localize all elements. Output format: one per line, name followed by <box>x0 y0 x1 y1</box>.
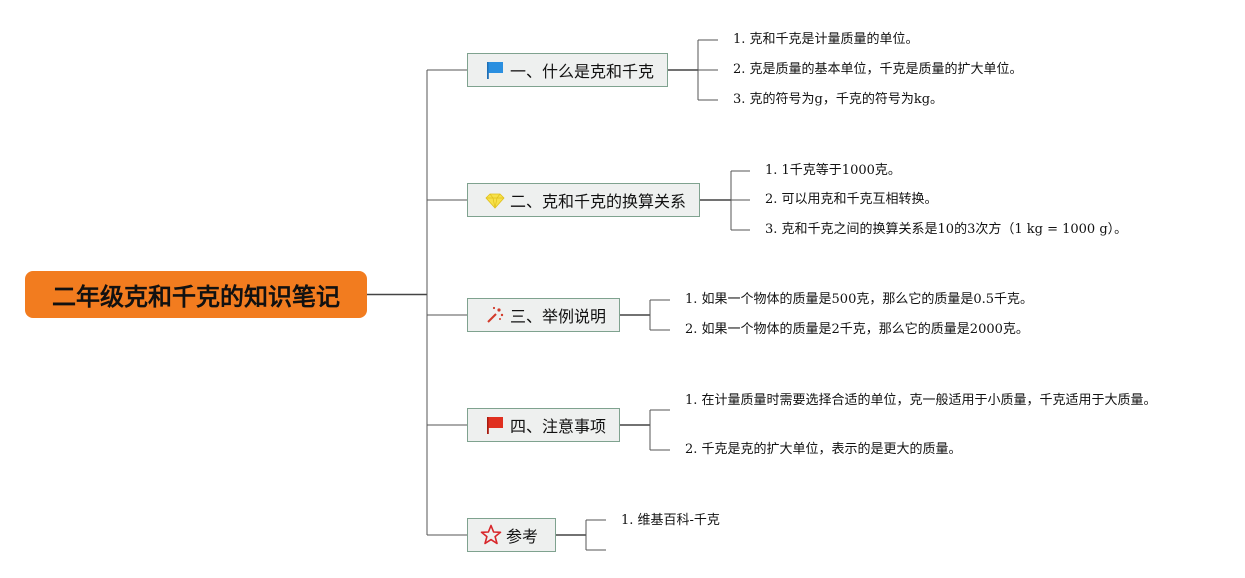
branch-what-is-g-kg[interactable]: 一、什么是克和千克 <box>467 53 668 87</box>
leaf-item: 2. 可以用克和千克互相转换。 <box>765 192 938 207</box>
leaf-item: 3. 克和千克之间的换算关系是10的3次方（1 kg = 1000 g）。 <box>765 222 1128 237</box>
red-flag-icon <box>484 414 506 436</box>
branch-label: 三、举例说明 <box>510 307 607 326</box>
branch-conversion[interactable]: 二、克和千克的换算关系 <box>467 183 700 217</box>
star-outline-icon <box>480 524 502 546</box>
root-topic[interactable]: 二年级克和千克的知识笔记 <box>25 271 367 318</box>
branch-examples[interactable]: 三、举例说明 <box>467 298 620 332</box>
leaf-item: 1. 克和千克是计量质量的单位。 <box>733 32 919 47</box>
branch-label: 参考 <box>506 527 539 546</box>
branch-notes[interactable]: 四、注意事项 <box>467 408 620 442</box>
branch-label: 四、注意事项 <box>510 417 607 436</box>
branch-label: 一、什么是克和千克 <box>510 62 655 81</box>
leaf-item: 2. 克是质量的基本单位，千克是质量的扩大单位。 <box>733 62 1023 77</box>
branch-references[interactable]: 参考 <box>467 518 556 552</box>
leaf-item: 1. 如果一个物体的质量是500克，那么它的质量是0.5千克。 <box>685 292 1034 307</box>
leaf-item-link[interactable]: 1. 维基百科-千克 <box>621 513 720 528</box>
blue-flag-icon <box>484 59 506 81</box>
branch-label: 二、克和千克的换算关系 <box>510 192 687 211</box>
leaf-item: 2. 如果一个物体的质量是2千克，那么它的质量是2000克。 <box>685 322 1029 337</box>
leaf-item: 2. 千克是克的扩大单位，表示的是更大的质量。 <box>685 442 962 457</box>
leaf-item: 1. 1千克等于1000克。 <box>765 163 901 178</box>
leaf-item: 1. 在计量质量时需要选择合适的单位，克一般适用于小质量，千克适用于大质量。 <box>685 393 1157 408</box>
diamond-icon <box>484 189 506 211</box>
magic-wand-icon <box>484 304 506 326</box>
leaf-item: 3. 克的符号为g，千克的符号为kg。 <box>733 92 944 107</box>
